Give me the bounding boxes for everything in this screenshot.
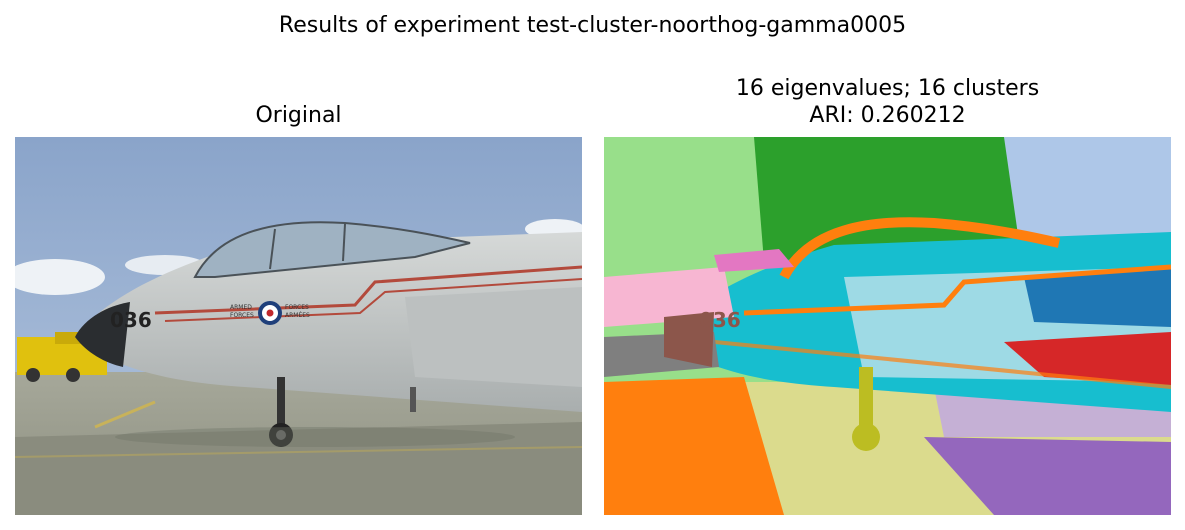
original-jet-photo: 036 ARMED FORCES FORCES ARMÉES: [15, 137, 582, 515]
original-armed-text: ARMED: [230, 304, 252, 311]
figure-suptitle: Results of experiment test-cluster-noort…: [278, 13, 907, 38]
cluster-segmentation-image: 036: [604, 137, 1171, 515]
original-panel-title: Original: [255, 103, 342, 128]
cluster-panel-title-line2: ARI: 0.260212: [809, 103, 966, 128]
original-nose-number: 036: [110, 308, 152, 332]
original-forces-fr-text: FORCES: [285, 304, 309, 311]
original-image: 036 ARMED FORCES FORCES ARMÉES: [15, 137, 582, 515]
original-armees-text: ARMÉES: [285, 311, 310, 319]
cluster-panel-title: 16 eigenvalues; 16 clusters ARI: 0.26021…: [604, 75, 1171, 129]
original-forces-text: FORCES: [230, 312, 254, 319]
cluster-nose-number: 036: [699, 308, 741, 332]
cluster-map: 036: [604, 137, 1171, 515]
cluster-panel-title-line1: 16 eigenvalues; 16 clusters: [735, 76, 1040, 101]
